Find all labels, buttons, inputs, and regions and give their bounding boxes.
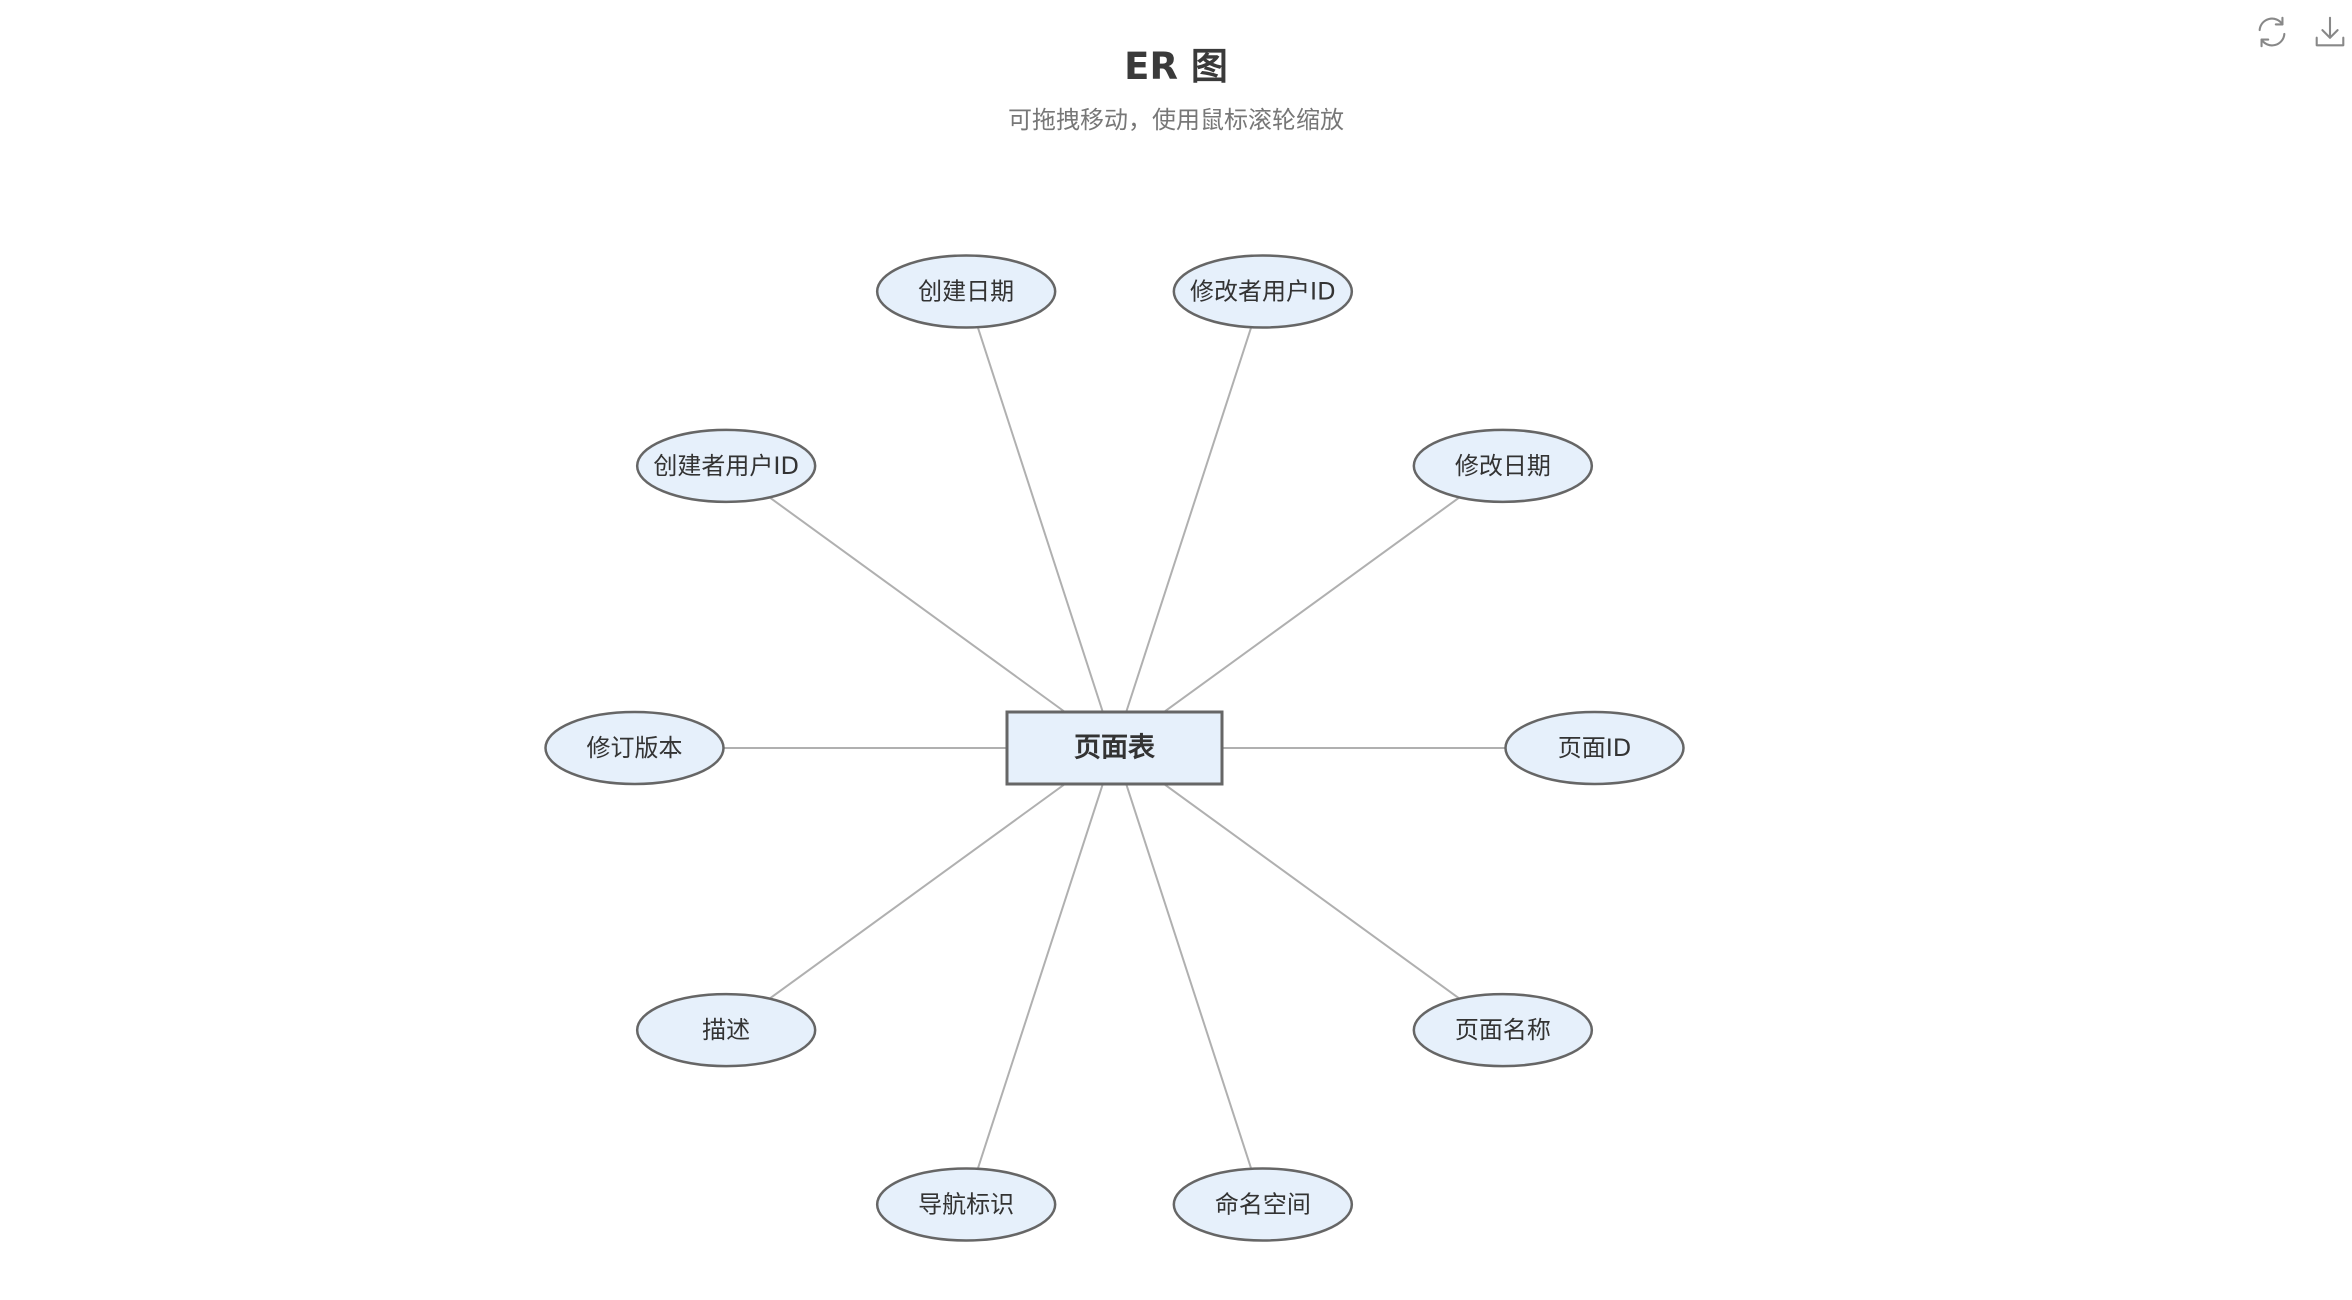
attribute-node[interactable]: 创建日期 bbox=[875, 254, 1057, 329]
download-icon bbox=[2315, 16, 2345, 47]
edge-line bbox=[725, 747, 1116, 1031]
attribute-ellipse[interactable] bbox=[1504, 710, 1685, 786]
attribute-node[interactable]: 修订版本 bbox=[544, 710, 725, 786]
attribute-label: 页面名称 bbox=[1455, 1016, 1551, 1044]
attribute-node[interactable]: 修改者用户ID bbox=[1172, 254, 1354, 329]
attribute-ellipse[interactable] bbox=[1412, 992, 1594, 1068]
attribute-node[interactable]: 描述 bbox=[635, 992, 817, 1068]
attribute-ellipse[interactable] bbox=[875, 254, 1057, 329]
attribute-label: 描述 bbox=[702, 1016, 750, 1044]
attribute-node[interactable]: 导航标识 bbox=[875, 1167, 1057, 1242]
attribute-label: 导航标识 bbox=[918, 1191, 1014, 1219]
edge-line bbox=[1113, 747, 1264, 1205]
entity-box[interactable] bbox=[1005, 710, 1224, 786]
attribute-ellipse[interactable] bbox=[1172, 1167, 1354, 1242]
page-subtitle: 可拖拽移动，使用鼠标滚轮缩放 bbox=[1008, 106, 1344, 134]
edge-line bbox=[1113, 291, 1264, 749]
attribute-ellipse[interactable] bbox=[635, 992, 817, 1068]
attribute-label: 命名空间 bbox=[1215, 1191, 1311, 1219]
attribute-label: 修改日期 bbox=[1455, 452, 1551, 480]
edge-line bbox=[725, 465, 1116, 749]
attribute-label: 页面ID bbox=[1558, 734, 1632, 762]
attribute-label: 创建者用户ID bbox=[653, 452, 799, 480]
refresh-button[interactable] bbox=[2250, 10, 2294, 54]
attribute-label: 修改者用户ID bbox=[1190, 277, 1336, 305]
edge-line bbox=[1113, 465, 1504, 749]
attribute-ellipse[interactable] bbox=[544, 710, 725, 786]
edge-line bbox=[1113, 747, 1504, 1031]
download-button[interactable] bbox=[2308, 10, 2352, 54]
page-title: ER 图 bbox=[1124, 45, 1228, 88]
attribute-ellipse[interactable] bbox=[1172, 254, 1354, 329]
attribute-ellipse[interactable] bbox=[875, 1167, 1057, 1242]
attribute-node[interactable]: 修改日期 bbox=[1412, 428, 1594, 504]
entity-label: 页面表 bbox=[1074, 733, 1155, 764]
attribute-node[interactable]: 创建者用户ID bbox=[635, 428, 817, 504]
attribute-node[interactable]: 页面ID bbox=[1504, 710, 1685, 786]
entity-layer: 页面表 bbox=[1005, 710, 1224, 786]
attribute-node[interactable]: 页面名称 bbox=[1412, 992, 1594, 1068]
refresh-icon bbox=[2258, 16, 2286, 48]
attribute-ellipse[interactable] bbox=[635, 428, 817, 504]
toolbar bbox=[2250, 10, 2352, 54]
attribute-label: 修订版本 bbox=[587, 734, 683, 762]
attribute-ellipse[interactable] bbox=[1412, 428, 1594, 504]
attribute-node[interactable]: 命名空间 bbox=[1172, 1167, 1354, 1242]
attribute-label: 创建日期 bbox=[918, 277, 1014, 305]
edge-line bbox=[965, 291, 1116, 749]
edge-line bbox=[965, 747, 1116, 1205]
